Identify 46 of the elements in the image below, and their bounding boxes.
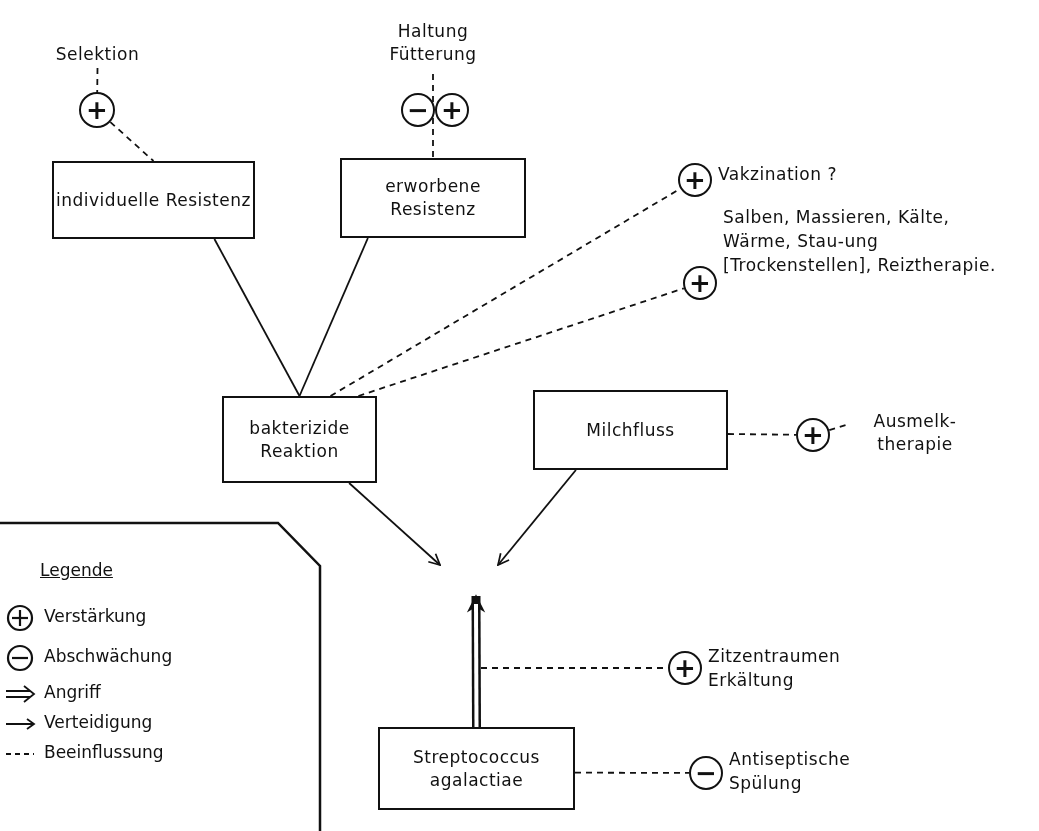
legend-title: Legende bbox=[40, 560, 113, 580]
process-box bbox=[340, 158, 526, 238]
sign-circle bbox=[796, 418, 830, 452]
dashed-line bbox=[727, 433, 797, 436]
note-text: Salben, Massieren, Kälte, Wärme, Stau-ung [Trockenstellen], Reiztherapie. bbox=[723, 206, 997, 277]
box-label: bakterizide Reaktion bbox=[248, 416, 351, 463]
note-text: Zitzentraumen Erkältung bbox=[708, 645, 842, 692]
double-arrow bbox=[466, 594, 486, 727]
dashed-line bbox=[96, 67, 99, 93]
sign-circle bbox=[401, 93, 435, 127]
sign-symbol: + bbox=[684, 167, 706, 193]
process-box bbox=[533, 390, 728, 470]
process-box bbox=[52, 161, 255, 239]
sign-symbol: + bbox=[674, 655, 696, 681]
arrow bbox=[348, 482, 441, 566]
sign-symbol: − bbox=[407, 97, 429, 123]
process-box bbox=[222, 396, 377, 483]
process-box bbox=[378, 727, 575, 810]
dashed-line bbox=[432, 73, 434, 159]
factor-text: Haltung Fütterung bbox=[373, 12, 493, 74]
connector-line bbox=[213, 238, 301, 397]
note-text: Antiseptische Spülung bbox=[729, 748, 852, 795]
legend-text: Beeinflussung bbox=[44, 742, 164, 762]
arrow bbox=[497, 469, 577, 566]
factor-text: Ausmelk-therapie bbox=[850, 402, 980, 464]
connector-line bbox=[298, 237, 369, 397]
legend-text: Verteidigung bbox=[44, 712, 153, 732]
sign-symbol: + bbox=[441, 97, 463, 123]
legend-text: Angriff bbox=[44, 682, 101, 702]
box-label: Streptococcus agalactiae bbox=[412, 745, 541, 792]
note-text: Vakzination ? bbox=[718, 163, 838, 186]
legend-text: Verstärkung bbox=[44, 606, 147, 626]
box-label: Milchfluss bbox=[586, 418, 675, 442]
sign-symbol: + bbox=[802, 422, 824, 448]
sign-symbol: + bbox=[86, 97, 108, 123]
dashed-line bbox=[357, 287, 685, 397]
box-label: erworbene Resistenz bbox=[384, 175, 482, 221]
legend-text: Abschwächung bbox=[44, 646, 173, 666]
sign-symbol: − bbox=[695, 760, 717, 786]
sign-circle bbox=[435, 93, 469, 127]
sign-circle bbox=[79, 92, 115, 128]
dashed-line bbox=[574, 771, 690, 774]
dashed-line bbox=[109, 121, 155, 162]
factor-text: Selektion bbox=[45, 40, 150, 68]
sign-symbol: + bbox=[689, 270, 711, 296]
box-label: individuelle Resistenz bbox=[56, 188, 251, 212]
